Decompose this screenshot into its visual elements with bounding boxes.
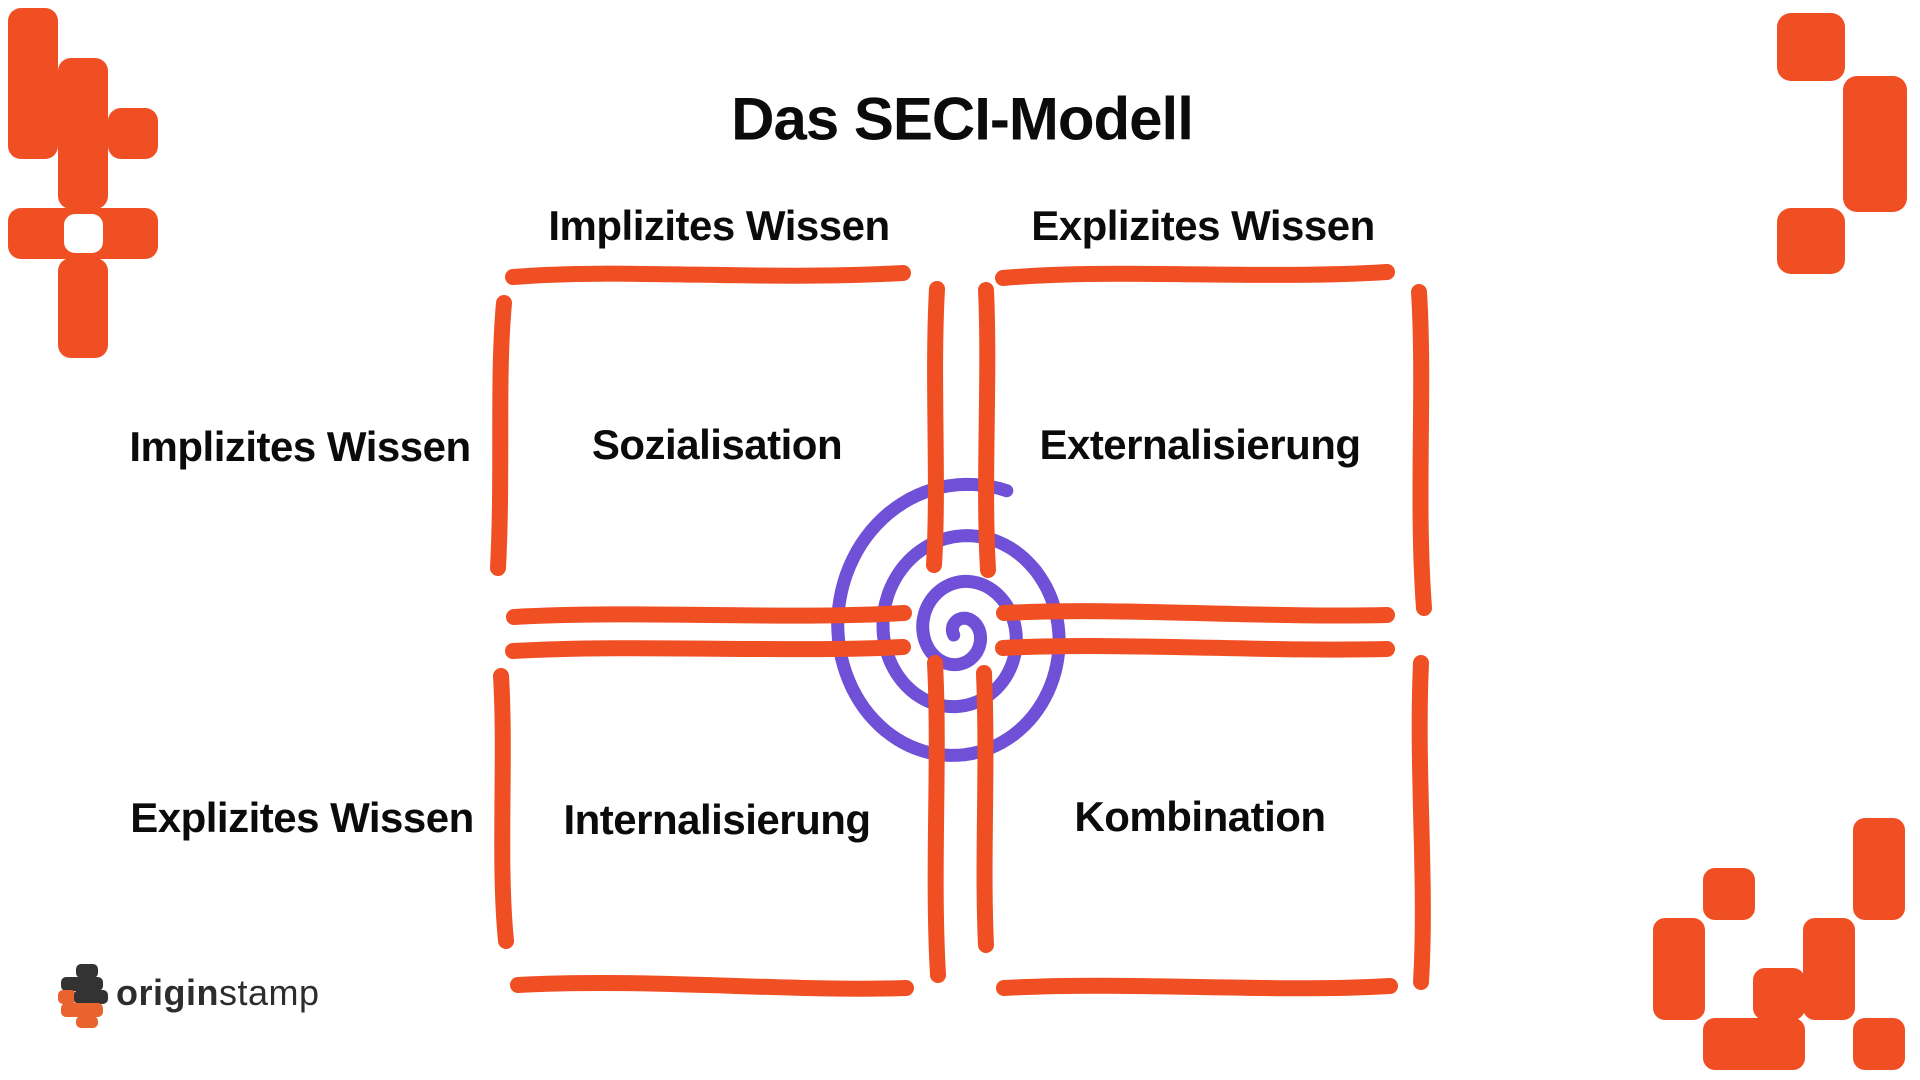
- quadrant-label-internalisierung: Internalisierung: [563, 796, 871, 843]
- grid-line-center-h1-left: [506, 605, 912, 625]
- grid-line-center-v2-upper: [978, 282, 996, 578]
- logo-block: [61, 977, 103, 991]
- originstamp-s-icon: [58, 964, 108, 1028]
- grid-line-top-right: [995, 264, 1395, 286]
- quadrant-label-sozialisation: Sozialisation: [591, 421, 843, 468]
- pixel-block: [1777, 208, 1845, 274]
- grid-line-right-lower: [1411, 655, 1431, 990]
- row-header-explizites-wissen: Explizites Wissen: [130, 794, 474, 841]
- pixel-block: [58, 58, 108, 209]
- grid-line-bottom-right: [996, 977, 1398, 997]
- wordmark-stamp: stamp: [218, 972, 320, 1013]
- logo-block: [61, 1003, 103, 1017]
- pixel-cluster-top-right-icon: [1777, 13, 1907, 274]
- grid-line-center-v1-lower: [927, 655, 946, 983]
- logo-block: [76, 1016, 98, 1028]
- grid-line-center-h1-right: [996, 603, 1395, 624]
- spiral-icon: [831, 477, 1066, 762]
- pixel-block: [58, 258, 108, 358]
- grid-line-bottom-left: [510, 975, 914, 997]
- pixel-cluster-bottom-right-icon: [1653, 818, 1905, 1070]
- column-header-implizites-wissen: Implizites Wissen: [548, 202, 890, 249]
- wordmark-origin: origin: [116, 972, 219, 1013]
- row-header-implizites-wissen: Implizites Wissen: [129, 423, 471, 470]
- pixel-block: [1753, 968, 1805, 1020]
- pixel-block: [1703, 868, 1755, 920]
- grid-line-right-upper: [1411, 284, 1432, 616]
- pixel-block: [1653, 918, 1705, 1020]
- grid-line-top-left: [505, 265, 911, 285]
- logo-block: [58, 990, 76, 1004]
- grid-line-left-lower: [493, 668, 514, 949]
- pixel-cluster-top-left-icon: [8, 8, 158, 358]
- pixel-block: [108, 108, 158, 159]
- grid-line-center-h2-left: [505, 639, 911, 659]
- grid-lines: [490, 264, 1432, 997]
- logo-block: [74, 990, 108, 1004]
- pixel-block: [1853, 818, 1905, 920]
- pixel-block: [1777, 13, 1845, 81]
- pixel-block: [1803, 918, 1855, 1020]
- pixel-block: [1843, 76, 1907, 212]
- pixel-block: [1703, 1018, 1805, 1070]
- page-title: Das SECI-Modell: [731, 85, 1194, 153]
- originstamp-wordmark: originstamp: [116, 972, 320, 1014]
- column-header-explizites-wissen: Explizites Wissen: [1031, 202, 1375, 249]
- pixel-hole: [64, 214, 103, 253]
- logo-block: [76, 964, 98, 978]
- quadrant-label-externalisierung: Externalisierung: [1039, 421, 1361, 468]
- pixel-block: [1853, 1018, 1905, 1070]
- grid-line-center-h2-right: [995, 638, 1395, 658]
- pixel-block: [8, 8, 58, 159]
- quadrant-label-kombination: Kombination: [1074, 793, 1326, 840]
- grid-line-center-v2-lower: [976, 665, 994, 953]
- grid-line-left-upper: [490, 295, 512, 576]
- grid-line-center-v1-upper: [926, 281, 945, 573]
